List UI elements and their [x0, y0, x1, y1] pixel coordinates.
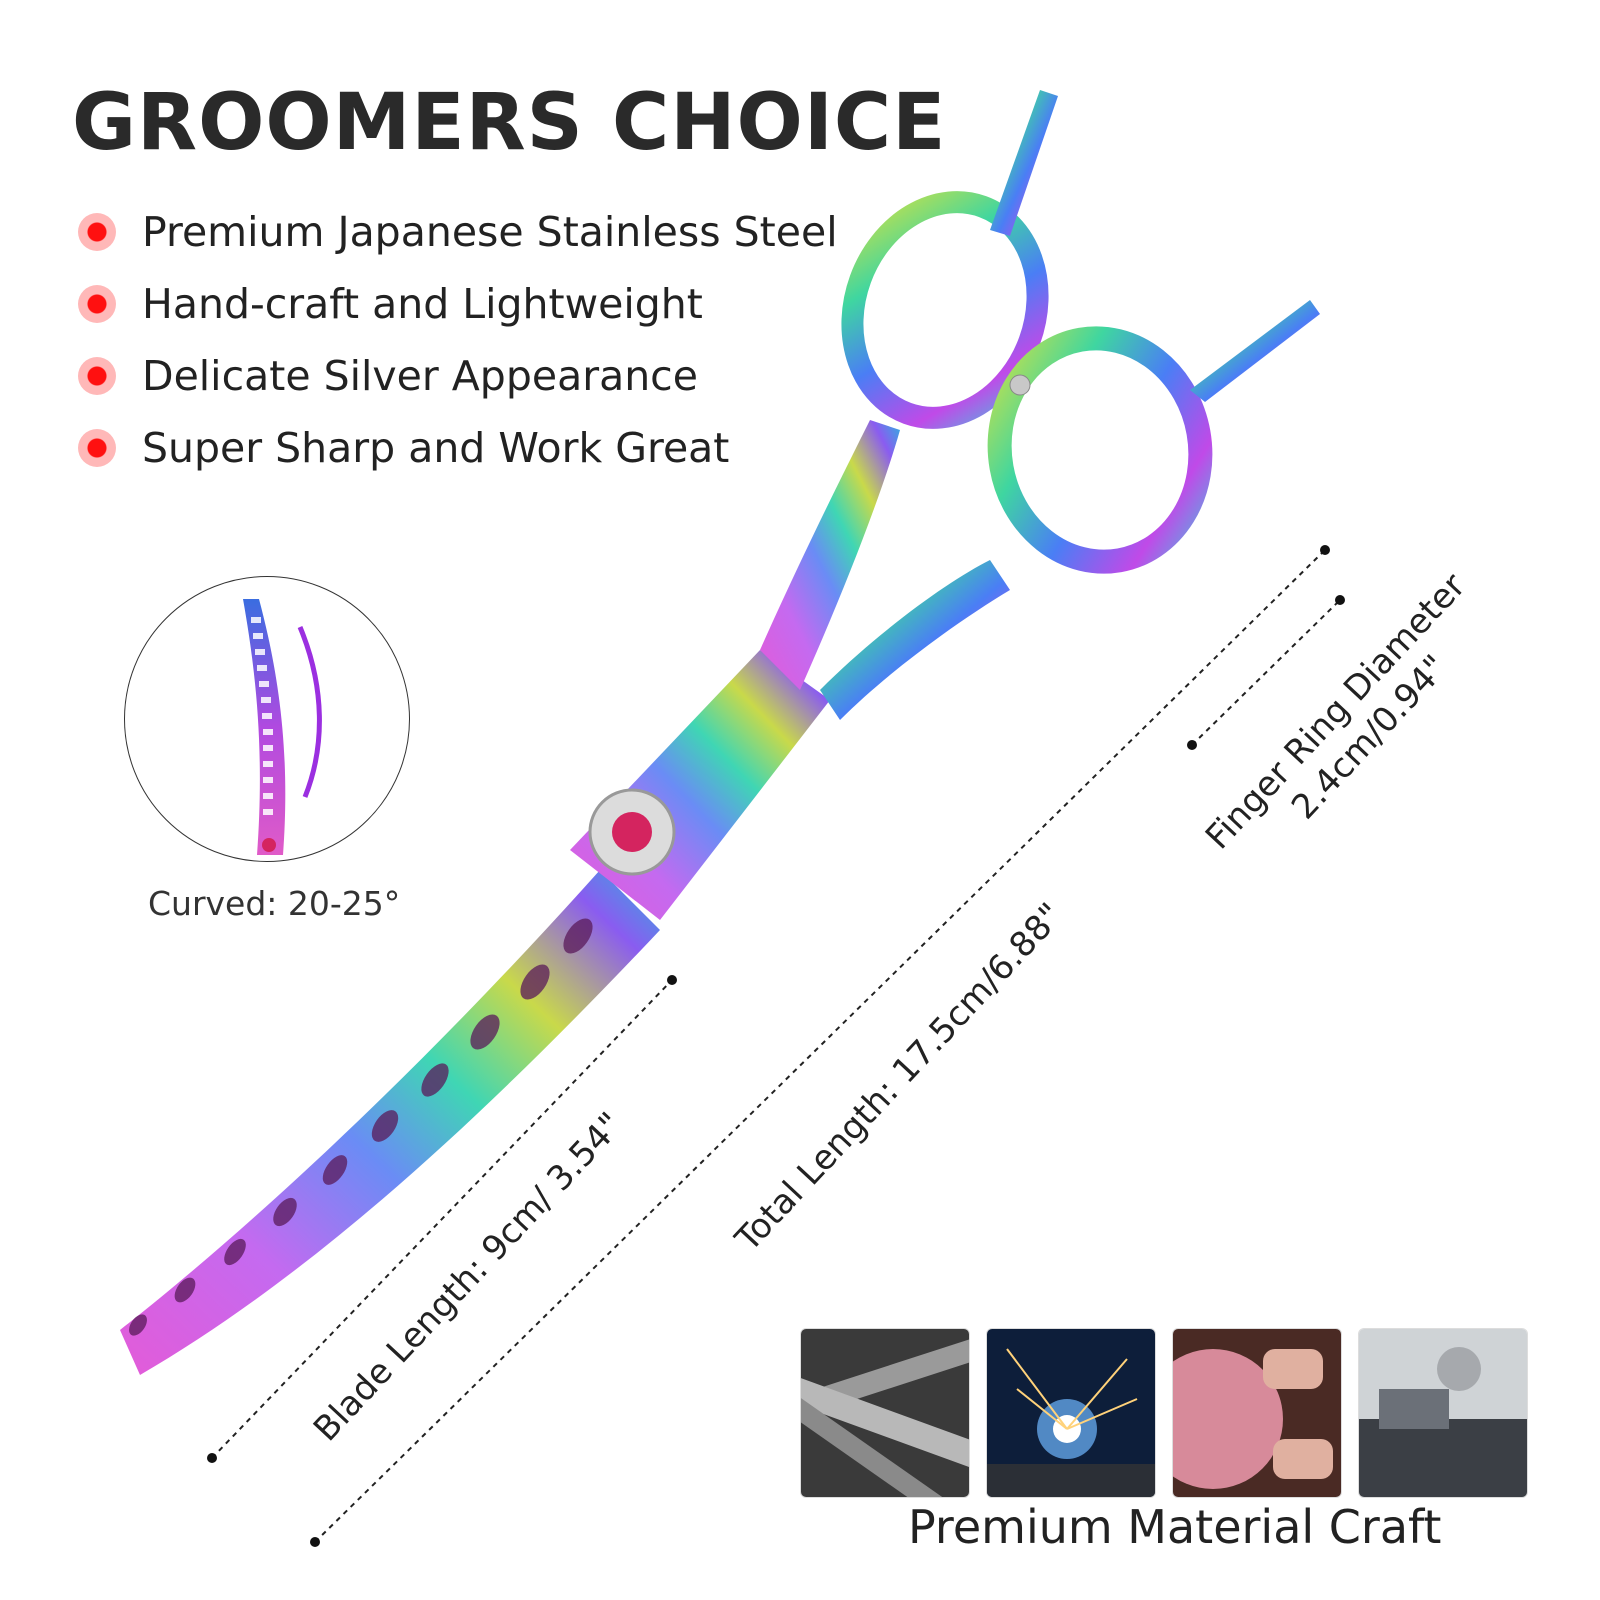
- craft-caption: Premium Material Craft: [908, 1500, 1442, 1554]
- curve-angle-caption: Curved: 20-25°: [148, 884, 401, 923]
- bullet-dot-icon: [78, 429, 116, 467]
- bullet-dot-icon: [78, 213, 116, 251]
- craft-image-strip: [800, 1328, 1528, 1498]
- feature-label: Premium Japanese Stainless Steel: [142, 208, 838, 256]
- feature-list: Premium Japanese Stainless Steel Hand-cr…: [78, 196, 838, 484]
- bullet-dot-icon: [78, 285, 116, 323]
- feature-item: Delicate Silver Appearance: [78, 340, 838, 412]
- forging-workshop-image: [1358, 1328, 1528, 1498]
- bullet-dot-icon: [78, 357, 116, 395]
- welding-sparks-image: [986, 1328, 1156, 1498]
- feature-item: Super Sharp and Work Great: [78, 412, 838, 484]
- feature-label: Delicate Silver Appearance: [142, 352, 698, 400]
- page-title: GROOMERS CHOICE: [72, 78, 947, 168]
- feature-label: Super Sharp and Work Great: [142, 424, 730, 472]
- feature-item: Premium Japanese Stainless Steel: [78, 196, 838, 268]
- grinding-wheel-image: [1172, 1328, 1342, 1498]
- feature-label: Hand-craft and Lightweight: [142, 280, 703, 328]
- curved-blade-detail-image: [124, 576, 410, 862]
- steel-rods-image: [800, 1328, 970, 1498]
- feature-item: Hand-craft and Lightweight: [78, 268, 838, 340]
